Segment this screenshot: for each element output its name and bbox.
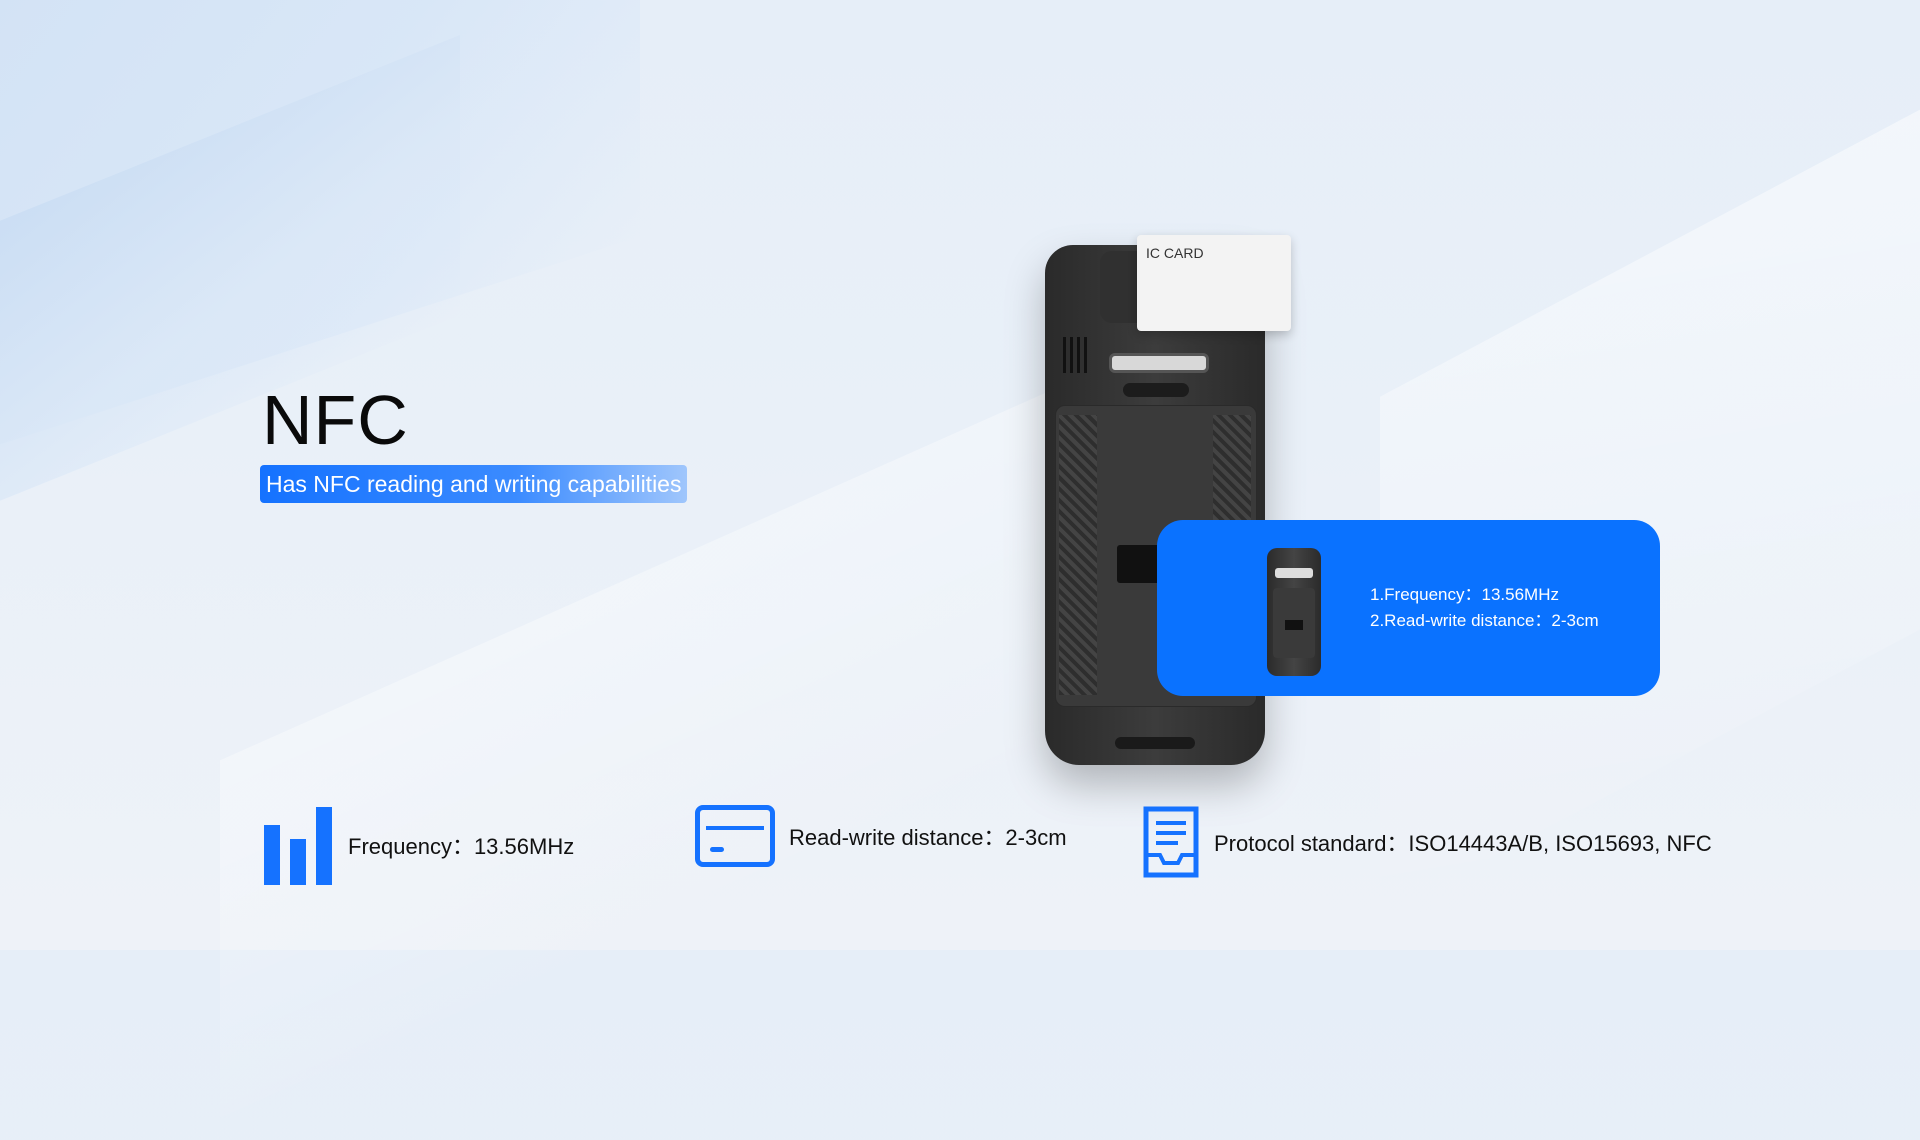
mini-scanner bbox=[1275, 568, 1313, 578]
spec-line-distance: 2.Read-write distance：2-3cm bbox=[1370, 611, 1599, 630]
card-icon bbox=[695, 805, 775, 867]
spec-callout: 1.Frequency：13.56MHz 2.Read-write distan… bbox=[1157, 520, 1660, 696]
subtitle-banner: Has NFC reading and writing capabilities bbox=[260, 465, 688, 503]
mini-lens bbox=[1285, 620, 1303, 630]
bottom-port bbox=[1115, 737, 1195, 749]
mini-phone-image bbox=[1267, 548, 1321, 676]
document-icon bbox=[1143, 806, 1199, 878]
feature-protocol: Protocol standard：ISO14443A/B, ISO15693,… bbox=[1142, 805, 1712, 879]
battery-latch bbox=[1123, 383, 1189, 397]
spec-lines: 1.Frequency：13.56MHz 2.Read-write distan… bbox=[1370, 582, 1599, 634]
feature-distance: Read-write distance：2-3cm bbox=[695, 805, 1067, 867]
background-plane bbox=[1380, 3, 1920, 917]
feature-label: Read-write distance：2-3cm bbox=[789, 825, 1067, 850]
bars-chart-icon bbox=[262, 805, 334, 885]
ic-card: IC CARD bbox=[1137, 235, 1291, 331]
feature-label: Protocol standard：ISO14443A/B, ISO15693,… bbox=[1214, 831, 1712, 856]
feature-frequency: Frequency：13.56MHz bbox=[262, 805, 574, 885]
scanner-window bbox=[1109, 353, 1209, 373]
page-title: NFC bbox=[262, 381, 409, 459]
speaker-grille bbox=[1063, 337, 1089, 373]
feature-label: Frequency：13.56MHz bbox=[348, 834, 575, 859]
ic-card-label: IC CARD bbox=[1146, 245, 1204, 261]
spec-line-frequency: 1.Frequency：13.56MHz bbox=[1370, 585, 1559, 604]
